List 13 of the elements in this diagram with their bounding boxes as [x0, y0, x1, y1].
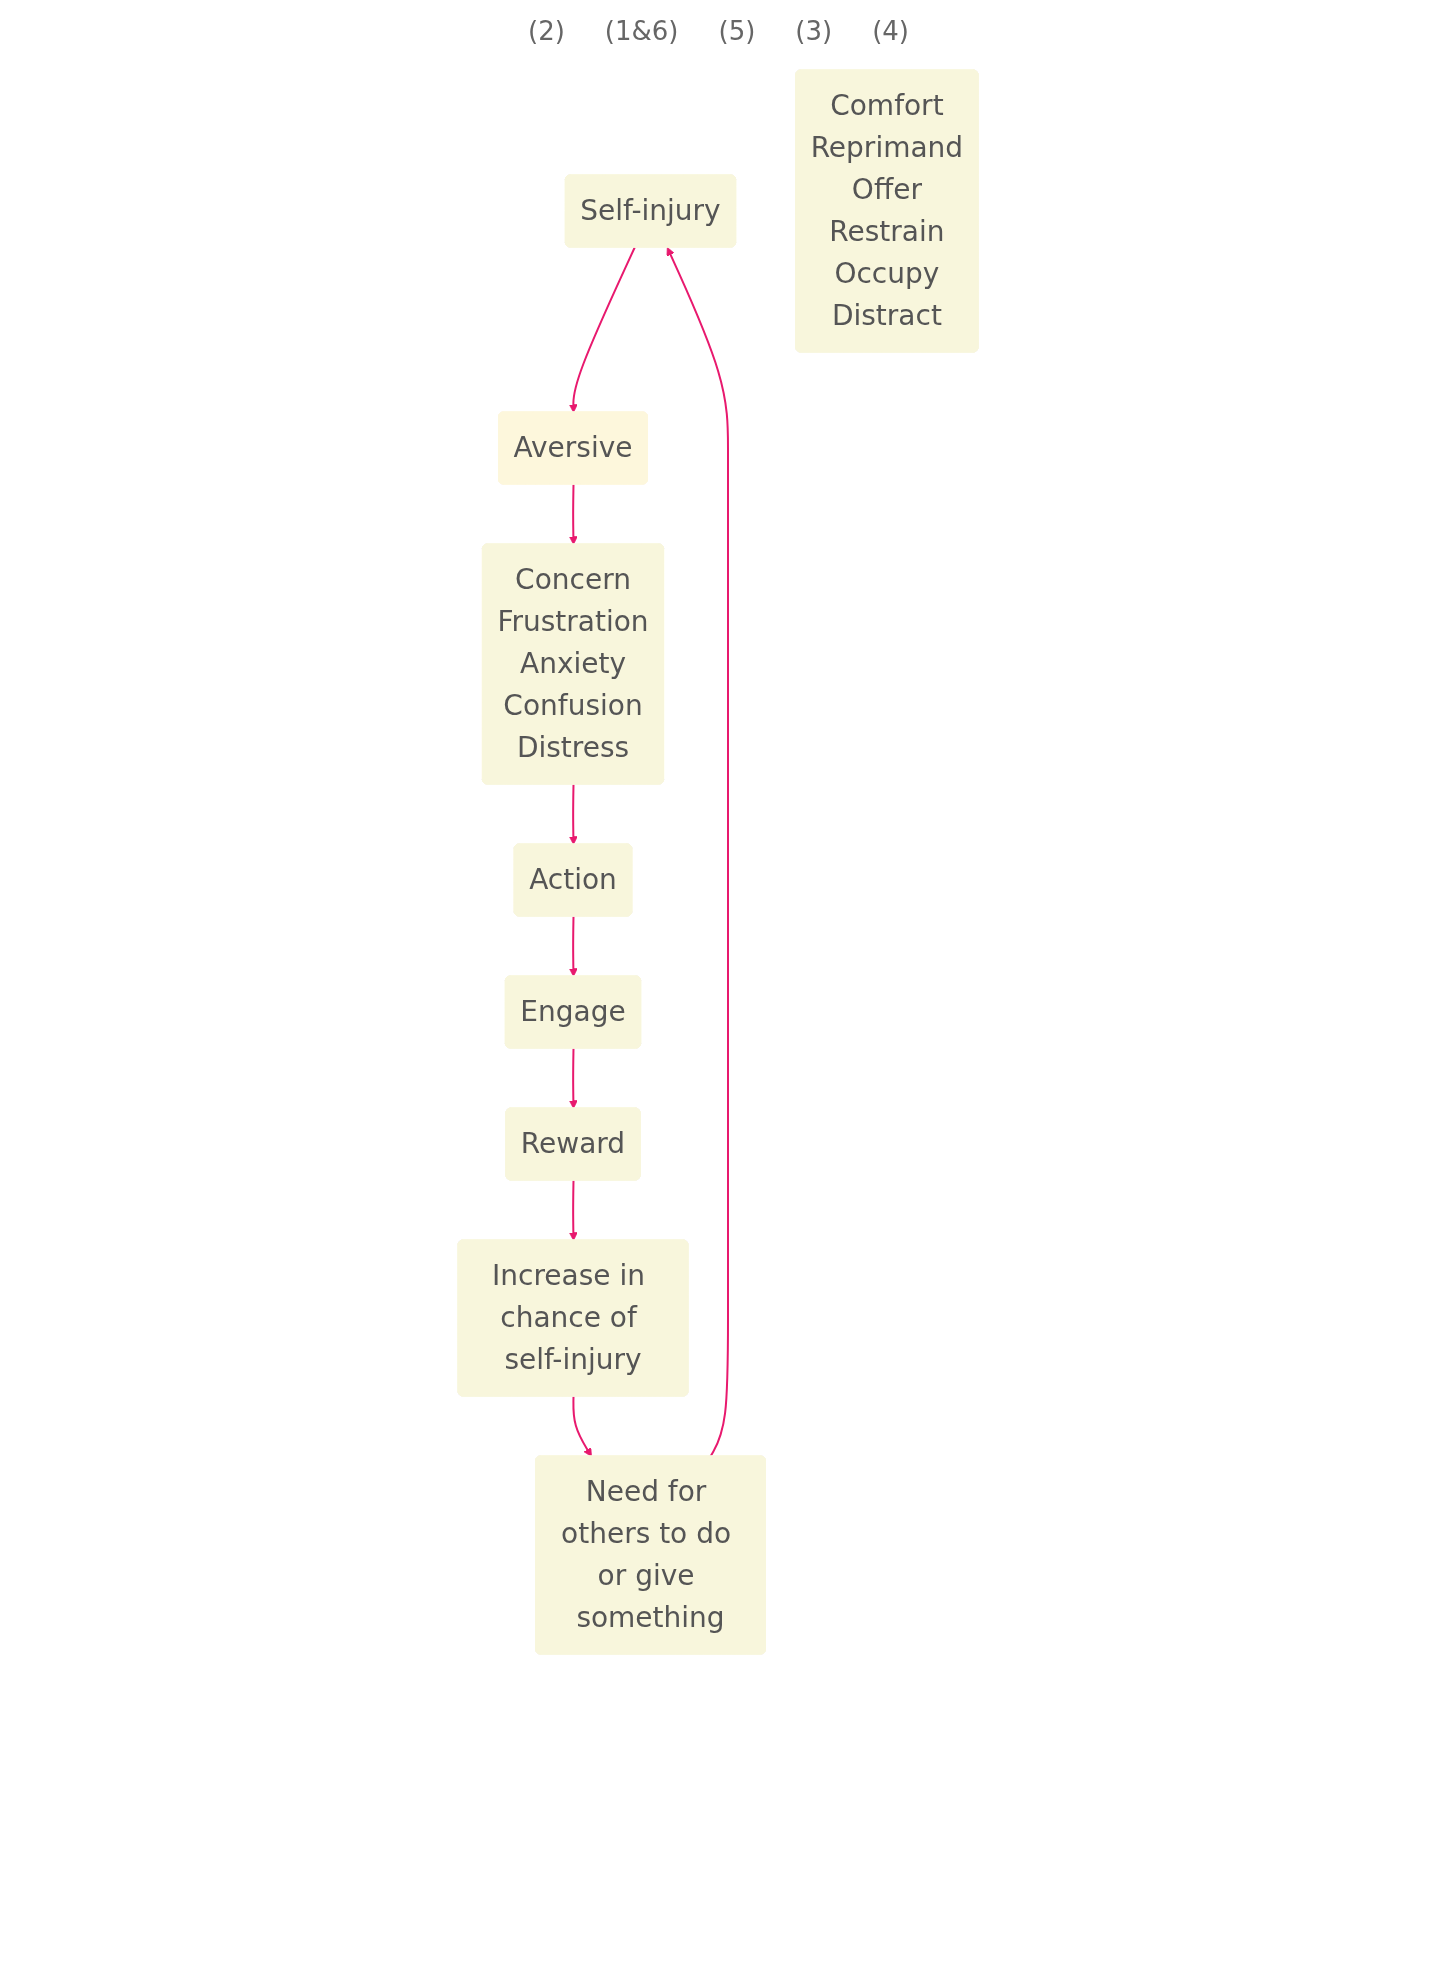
- arrow: [569, 483, 579, 545]
- step-number: (4): [872, 16, 909, 46]
- arrow: [667, 247, 730, 1458]
- arrow: [569, 915, 579, 977]
- arrow: [569, 1047, 579, 1109]
- arrow: [569, 783, 579, 845]
- arrow: [569, 246, 637, 413]
- step-number: (2): [528, 16, 565, 46]
- arrow: [572, 1395, 593, 1457]
- step-number: (1&6): [604, 16, 679, 46]
- step-number: (5): [718, 16, 756, 46]
- step-number: (3): [795, 16, 833, 46]
- arrow: [569, 1179, 579, 1241]
